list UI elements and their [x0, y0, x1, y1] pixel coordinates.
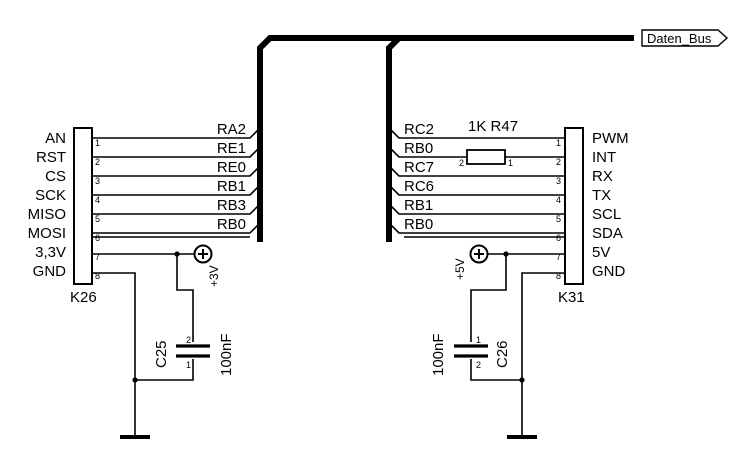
connector-k26: K26: [70, 127, 97, 306]
k31-label-rx: RX: [592, 168, 613, 185]
k26-bus-re0: RE0: [217, 159, 246, 176]
k26-pin-6: 6: [95, 233, 100, 243]
k26-label-mosi: MOSI: [28, 225, 66, 242]
k31-bus-rb1: RB1: [404, 197, 433, 214]
supply-3v-label: +3V: [207, 265, 221, 287]
k31-label-scl: SCL: [592, 206, 621, 223]
k26-bus-rb3: RB3: [217, 197, 246, 214]
bus-label-flag: Daten_Bus: [641, 29, 729, 47]
k26-pin-numbers: 1 2 3 4 5 6 7 8: [95, 138, 100, 281]
connector-k31: K31: [558, 127, 585, 306]
c25-pin-bottom: 1: [186, 360, 191, 370]
k26-bus-rb1: RB1: [217, 178, 246, 195]
k26-label-gnd: GND: [33, 263, 67, 280]
supply-5v-symbol: +5V: [453, 244, 489, 280]
k26-label-miso: MISO: [28, 206, 66, 223]
resistor-r47: 1K R47 2 1: [459, 118, 518, 168]
k26-bus-rb0: RB0: [217, 216, 246, 233]
k31-pin-8: 8: [556, 271, 561, 281]
k31-name: K31: [558, 289, 585, 306]
k26-left-labels: AN RST CS SCK MISO MOSI 3,3V GND: [28, 130, 67, 280]
k31-bus-labels: RC2 RB0 RC7 RC6 RB1 RB0: [404, 121, 434, 233]
k31-bus-rb0: RB0: [404, 140, 433, 157]
capacitor-c26: 1 2 100nF C26: [430, 333, 511, 376]
k31-label-gnd: GND: [592, 263, 626, 280]
r47-pin-a: 2: [459, 158, 464, 168]
k26-power-wires: [92, 236, 250, 436]
k26-label-sck: SCK: [35, 187, 66, 204]
r47-label: 1K R47: [468, 118, 518, 135]
k31-label-tx: TX: [592, 187, 611, 204]
k31-pin-5: 5: [556, 214, 561, 224]
k31-right-labels: PWM INT RX TX SCL SDA 5V GND: [592, 130, 629, 280]
k26-label-cs: CS: [45, 168, 66, 185]
c26-value: 100nF: [430, 333, 447, 376]
k26-pin-3: 3: [95, 176, 100, 186]
k26-label-rst: RST: [36, 149, 66, 166]
c26-pin-top: 1: [476, 335, 481, 345]
k26-pin-1: 1: [95, 138, 100, 148]
k31-bus-wires: [388, 127, 565, 234]
k26-bus-wires: [92, 127, 261, 234]
k26-bus-ra2: RA2: [217, 121, 246, 138]
k31-pin-4: 4: [556, 195, 561, 205]
c26-name: C26: [494, 340, 511, 368]
supply-3v-symbol: +3V: [193, 244, 221, 287]
k31-pin-3: 3: [556, 176, 561, 186]
r47-pin-b: 1: [508, 158, 513, 168]
k31-bus-rb0-2: RB0: [404, 216, 433, 233]
k26-pin-8: 8: [95, 271, 100, 281]
k31-label-int: INT: [592, 149, 616, 166]
k31-pin-2: 2: [556, 157, 561, 167]
k31-bus-rc7: RC7: [404, 159, 434, 176]
k31-label-pwm: PWM: [592, 130, 629, 147]
c25-name: C25: [153, 340, 170, 368]
k31-pin-7: 7: [556, 252, 561, 262]
k31-bus-rc6: RC6: [404, 178, 434, 195]
data-bus: [257, 35, 634, 242]
bus-label-text: Daten_Bus: [647, 31, 712, 46]
capacitor-c25: 2 1 C25 100nF: [153, 333, 235, 376]
k26-bus-re1: RE1: [217, 140, 246, 157]
k31-power-wires: [404, 236, 565, 436]
k31-pin-numbers: 1 2 3 4 5 6 7 8: [556, 138, 561, 281]
c26-pin-bottom: 2: [476, 360, 481, 370]
k31-label-5v: 5V: [592, 244, 610, 261]
k26-label-3v3: 3,3V: [35, 244, 66, 261]
k31-label-sda: SDA: [592, 225, 623, 242]
k31-bus-rc2: RC2: [404, 121, 434, 138]
c25-value: 100nF: [218, 333, 235, 376]
k26-bus-labels: RA2 RE1 RE0 RB1 RB3 RB0: [217, 121, 246, 233]
k26-pin-4: 4: [95, 195, 100, 205]
k26-pin-2: 2: [95, 157, 100, 167]
k26-label-an: AN: [45, 130, 66, 147]
supply-5v-label: +5V: [453, 258, 467, 280]
k26-pin-7: 7: [95, 252, 100, 262]
c25-pin-top: 2: [186, 335, 191, 345]
k26-pin-5: 5: [95, 214, 100, 224]
k26-name: K26: [70, 289, 97, 306]
k31-pin-1: 1: [556, 138, 561, 148]
k31-pin-6: 6: [556, 233, 561, 243]
